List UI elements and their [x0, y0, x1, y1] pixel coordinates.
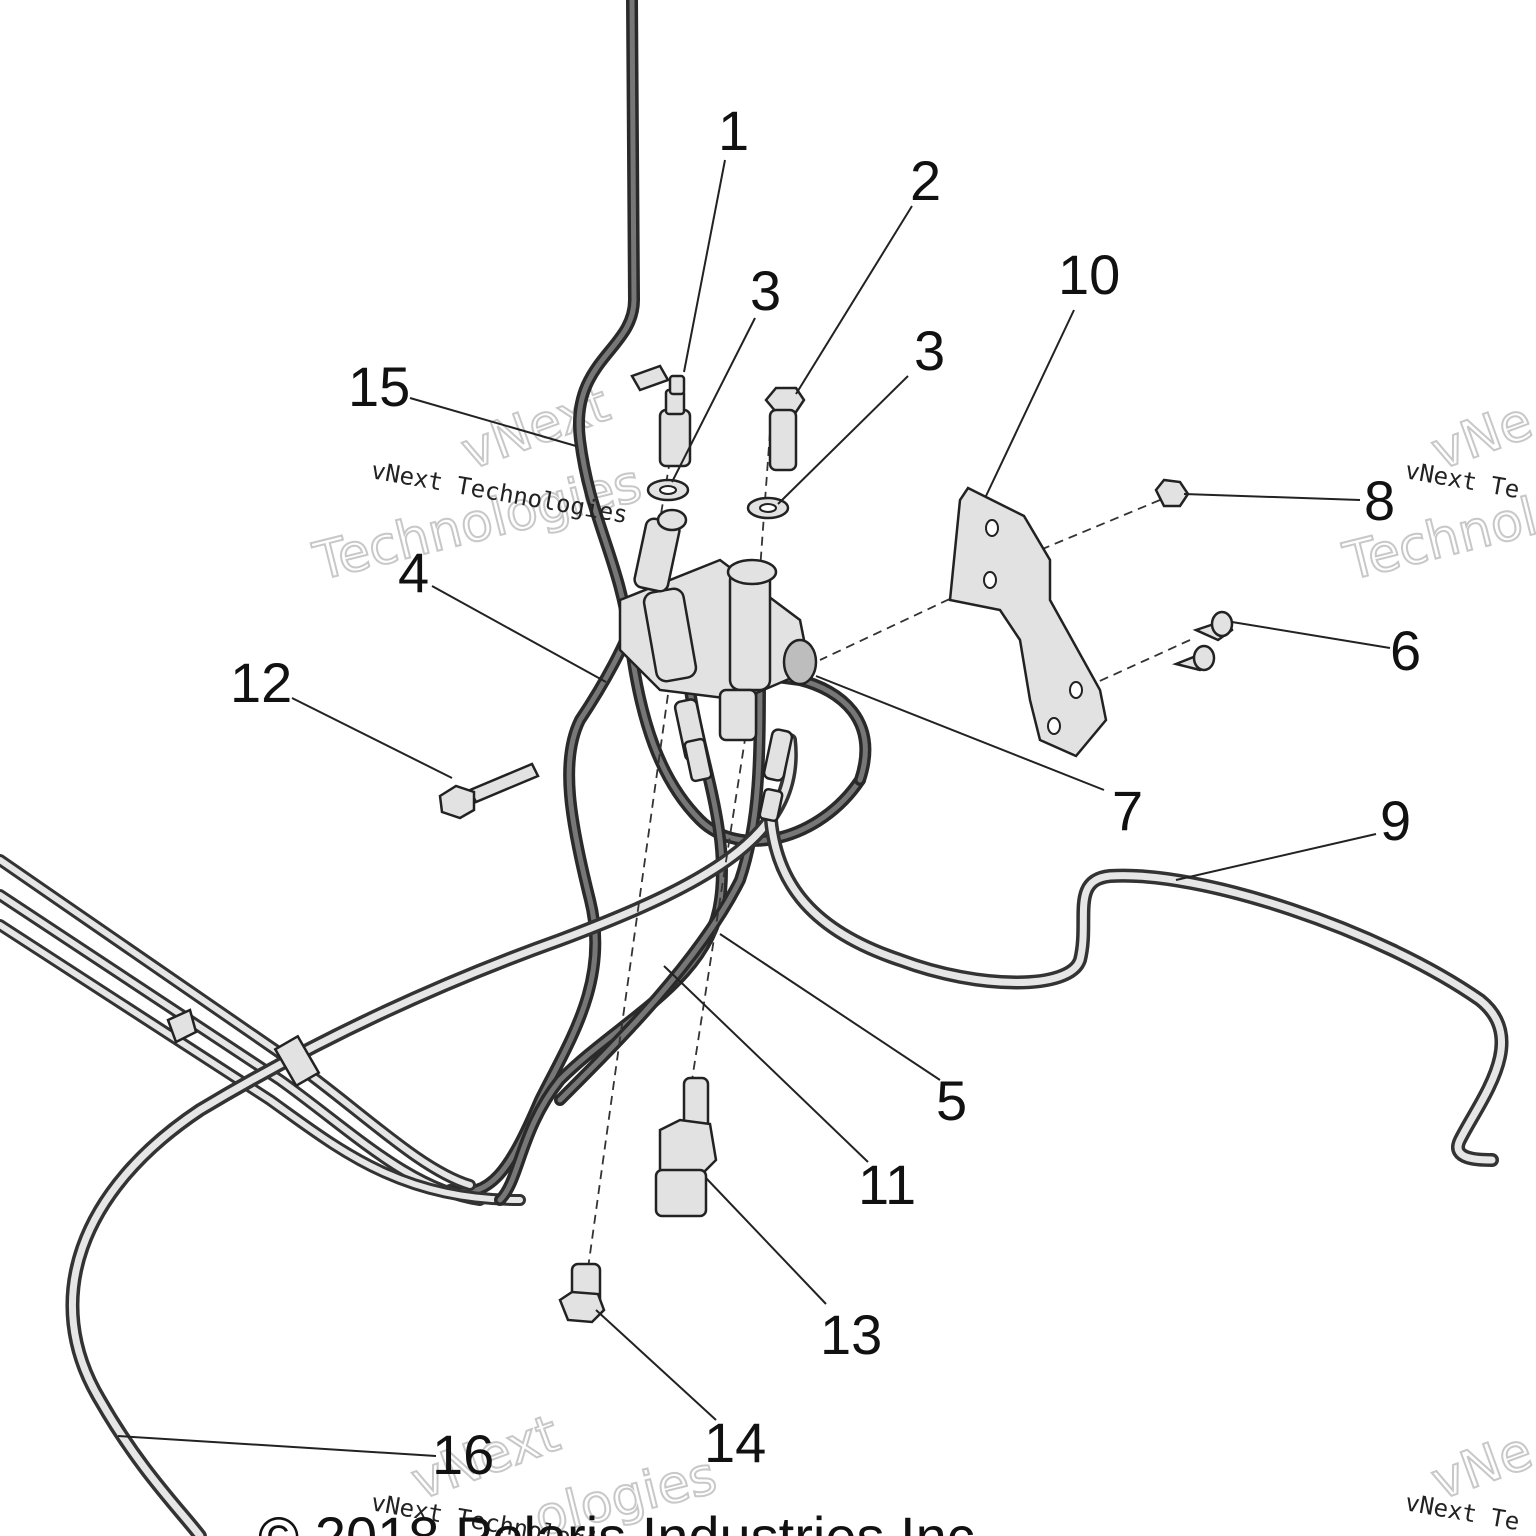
leader-lines [117, 159, 1391, 1457]
banjo-bolt-top [764, 386, 806, 472]
assembly-dashed-lines [584, 431, 1191, 1291]
banjo-bolt-bottom [558, 1262, 606, 1324]
callout-labels: 1 2 3 3 4 5 6 7 8 9 10 11 12 13 14 15 16 [230, 99, 1421, 1486]
callout-5: 5 [936, 1069, 967, 1132]
callout-2: 2 [910, 149, 941, 212]
hex-bolt [438, 762, 540, 820]
callout-15: 15 [348, 355, 410, 418]
watermark-large-text: vNext Technologies vNe Technolo vNext ol… [307, 373, 1536, 1536]
brake-light-switch [654, 1076, 718, 1218]
sealing-washer-left [646, 478, 690, 502]
callout-11: 11 [858, 1153, 916, 1216]
callout-8: 8 [1364, 469, 1395, 532]
brake-line-4 [444, 594, 646, 1198]
mounting-screws [1171, 610, 1234, 672]
brake-junction-block [618, 508, 818, 742]
hose-clip-left [166, 1008, 321, 1088]
callout-16: 16 [432, 1423, 494, 1486]
brake-line-16 [65, 733, 798, 1536]
mounting-bracket [948, 486, 1108, 758]
callout-9: 9 [1380, 789, 1411, 852]
callout-12: 12 [230, 651, 292, 714]
brake-line-5 [554, 654, 766, 1106]
hose-fittings [673, 698, 794, 823]
callout-6: 6 [1390, 619, 1421, 682]
callout-3-left: 3 [750, 259, 781, 322]
watermark-small-text: vNext Technologies vNext Te vNext Techno… [369, 456, 1522, 1536]
callout-3-right: 3 [914, 319, 945, 382]
callout-14: 14 [704, 1411, 766, 1474]
callout-1: 1 [718, 99, 749, 162]
callout-7: 7 [1112, 779, 1143, 842]
frame-brake-lines-left [0, 854, 526, 1206]
callout-13: 13 [820, 1303, 882, 1366]
copyright-text: © 2018 Polaris Industries Inc. [258, 1505, 990, 1536]
callout-4: 4 [398, 541, 429, 604]
bleeder-valve [630, 364, 692, 468]
brake-line-9 [763, 793, 1509, 1167]
nut [1154, 478, 1190, 508]
callout-10: 10 [1058, 243, 1120, 306]
